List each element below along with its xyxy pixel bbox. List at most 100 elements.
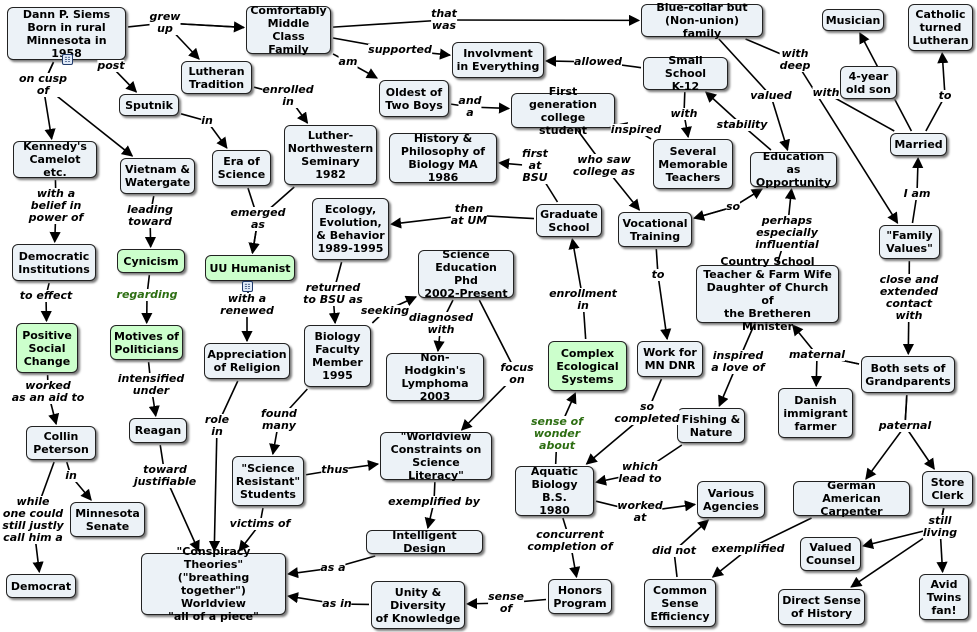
- resource-icon-uu[interactable]: ☷: [242, 281, 253, 292]
- concept-danish[interactable]: Danish immigrant farmer: [778, 388, 853, 438]
- concept-motives[interactable]: Motives of Politicians: [110, 325, 183, 360]
- link-label-valued: valued: [750, 89, 792, 102]
- link-label-to1: to: [938, 89, 952, 102]
- concept-directsense[interactable]: Direct Sense of History: [778, 589, 865, 625]
- concept-worldview[interactable]: "Worldview Constraints on Science Litera…: [380, 430, 492, 482]
- concept-faculty[interactable]: Biology Faculty Member 1995: [304, 325, 371, 387]
- concept-catholic[interactable]: Catholic turned Lutheran: [908, 4, 973, 51]
- concept-eduopp[interactable]: Education as Opportunity: [750, 150, 837, 189]
- concept-vietnam[interactable]: Vietnam & Watergate: [120, 158, 195, 194]
- concept-avid[interactable]: Avid Twins fan!: [919, 574, 969, 620]
- concept-country[interactable]: Country School Teacher & Farm Wife Daugh…: [696, 255, 839, 333]
- concept-unity[interactable]: Unity & Diversity of Knowledge: [371, 581, 465, 629]
- concept-son[interactable]: 4-year old son: [840, 66, 897, 99]
- concept-complex[interactable]: Complex Ecological Systems: [548, 341, 627, 391]
- concept-counsel[interactable]: Valued Counsel: [800, 537, 861, 571]
- concept-positive[interactable]: Positive Social Change: [16, 323, 78, 373]
- concept-conspiracy[interactable]: "Conspiracy Theories" ("breathing togeth…: [141, 545, 286, 623]
- concept-history[interactable]: History & Philosophy of Biology MA 1986: [389, 132, 497, 184]
- concept-democrat[interactable]: Democrat: [6, 574, 76, 598]
- link-label-exemplified2: exemplified: [711, 542, 785, 555]
- link-label-seeking: seeking: [360, 304, 410, 317]
- link-label-exemplifiedby: exemplified by: [388, 495, 480, 508]
- link-label-rolein: role in: [204, 413, 230, 438]
- link-label-diagnosed: diagnosed with: [408, 311, 474, 336]
- concept-cynicism[interactable]: Cynicism: [117, 249, 185, 273]
- link-label-thus: thus: [321, 463, 349, 476]
- resource-icon-dann[interactable]: ☷: [62, 54, 73, 65]
- link-label-intensified: intensified under: [117, 372, 185, 397]
- link-label-senseofwonder: sense of wonder about: [530, 415, 584, 452]
- concept-senate[interactable]: Minnesota Senate: [70, 502, 145, 537]
- link-label-workedaid: worked as an aid to: [11, 379, 85, 404]
- link-label-stability: stability: [716, 118, 768, 131]
- link-label-perhaps: perhaps especially influential: [755, 214, 819, 251]
- concept-family[interactable]: "Family Values": [879, 225, 940, 259]
- concept-aquatic[interactable]: Aquatic Biology B.S. 1980: [515, 465, 594, 517]
- link-label-senseof: sense of: [488, 590, 524, 615]
- concept-memorable[interactable]: Several Memorable Teachers: [653, 139, 733, 189]
- concept-bluecollar[interactable]: Blue-collar but (Non-union) family: [641, 1, 763, 40]
- concept-fishing[interactable]: Fishing & Nature: [677, 408, 745, 443]
- link-label-with2: with: [812, 86, 840, 99]
- concept-german[interactable]: German American Carpenter: [793, 479, 910, 518]
- link-label-thatwas: that was: [431, 7, 457, 32]
- concept-resistant[interactable]: "Science Resistant" Students: [232, 456, 304, 506]
- link-label-thenum: then at UM: [450, 202, 488, 227]
- concept-reagan[interactable]: Reagan: [129, 418, 187, 443]
- concept-married[interactable]: Married: [890, 133, 947, 156]
- concept-grad[interactable]: Graduate School: [536, 204, 602, 237]
- concept-mndnr[interactable]: Work for MN DNR: [637, 341, 703, 377]
- connector-valued-eduopp: [770, 95, 790, 152]
- concept-firstgen[interactable]: First generation college student: [511, 85, 615, 137]
- concept-honors[interactable]: Honors Program: [548, 579, 612, 614]
- connector-bluecollar-valued: [718, 38, 772, 97]
- link-label-concurrent: concurrent completion of: [527, 528, 613, 553]
- concept-luther[interactable]: Luther- Northwestern Seminary 1982: [284, 125, 377, 185]
- connector-to2-mndnr: [657, 274, 672, 341]
- concept-middle[interactable]: Comfortably Middle Class Family: [246, 4, 331, 56]
- connector-towardjust-conspiracy: [164, 475, 200, 553]
- concept-scied[interactable]: Science Education Phd 2002-Present: [418, 248, 514, 300]
- link-label-maternal: maternal: [788, 348, 846, 361]
- connector-scied-focuson: [478, 299, 518, 375]
- concept-collin[interactable]: Collin Peterson: [26, 426, 96, 460]
- concept-ecology[interactable]: Ecology, Evolution, & Behavior 1989-1995: [312, 198, 389, 260]
- concept-appreciation[interactable]: Appreciation of Religion: [204, 343, 290, 379]
- concept-kennedy[interactable]: Kennedy's Camelot etc.: [13, 140, 97, 179]
- link-label-post: post: [97, 59, 125, 72]
- concept-sputnik[interactable]: Sputnik: [119, 94, 179, 116]
- concept-clerk[interactable]: Store Clerk: [922, 471, 973, 506]
- concept-agencies[interactable]: Various Agencies: [697, 481, 765, 518]
- link-label-withrenewed: with a renewed: [220, 292, 274, 317]
- concept-involve[interactable]: Involvment in Everything: [452, 42, 544, 78]
- connector-to1-catholic: [937, 51, 949, 97]
- link-label-returned: returned to BSU as: [303, 281, 363, 306]
- link-label-to2: to: [651, 268, 665, 281]
- link-label-supported: supported: [368, 43, 432, 56]
- concept-grandparents[interactable]: Both sets of Grandparents: [861, 356, 955, 393]
- link-label-in1: in: [201, 114, 213, 127]
- concept-demo[interactable]: Democratic Institutions: [12, 244, 96, 281]
- concept-oldest[interactable]: Oldest of Two Boys: [379, 80, 449, 117]
- concept-musician[interactable]: Musician: [822, 9, 884, 31]
- concept-common[interactable]: Common Sense Efficiency: [644, 579, 716, 627]
- concept-uu[interactable]: UU Humanist: [205, 255, 295, 281]
- concept-id[interactable]: Intelligent Design: [366, 529, 483, 555]
- link-label-iam: I am: [903, 187, 931, 200]
- concept-voc[interactable]: Vocational Training: [618, 212, 692, 247]
- link-label-victimsof: victims of: [229, 517, 291, 530]
- concept-nonhodg[interactable]: Non-Hodgkin's Lymphoma 2003: [386, 351, 484, 403]
- concept-dann[interactable]: Dann P. Siems Born in rural Minnesota in…: [7, 7, 126, 60]
- link-label-allowed: allowed: [573, 55, 623, 68]
- concept-science[interactable]: Era of Science: [212, 150, 271, 186]
- link-label-anda: and a: [458, 94, 482, 119]
- connector-rolein-conspiracy: [208, 425, 221, 553]
- link-label-inspired1: inspired: [610, 123, 662, 136]
- concept-smallschool[interactable]: Small School K-12: [643, 54, 728, 93]
- link-label-asa: as a: [320, 561, 346, 574]
- link-label-whosaw: who saw college as: [572, 153, 636, 178]
- link-label-asin: as in: [322, 597, 352, 610]
- concept-lutheran[interactable]: Lutheran Tradition: [181, 61, 252, 94]
- link-label-so1: so: [725, 200, 741, 213]
